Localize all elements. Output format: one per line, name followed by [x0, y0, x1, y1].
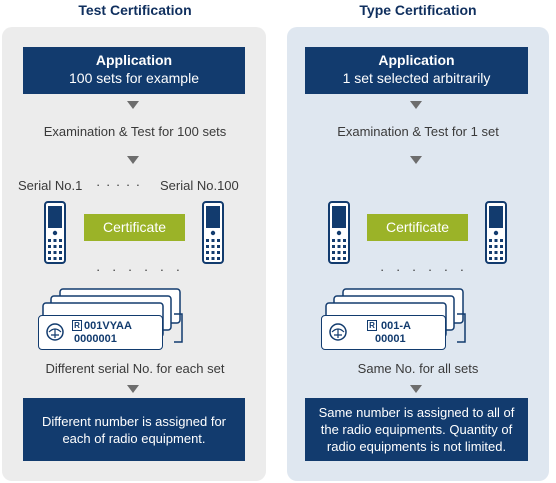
left-bottom-text: Different number is assigned for each of…	[41, 413, 227, 446]
right-application-title: Application	[378, 52, 455, 68]
mobile-phone-icon	[485, 201, 507, 264]
left-label-note: Different serial No. for each set	[45, 361, 225, 376]
left-serial-dots: · · · · ·	[96, 177, 142, 192]
arrow-down-icon	[410, 101, 422, 109]
arrow-down-icon	[410, 156, 422, 164]
left-application-box: Application 100 sets for example	[23, 47, 245, 94]
left-examination-step: Examination & Test for 100 sets	[43, 124, 227, 139]
radio-equipment-mark-icon	[329, 323, 347, 341]
left-label-serial: 0000001	[74, 333, 117, 345]
right-phone-dots: · · · · · ·	[380, 262, 469, 277]
left-serial-first: Serial No.1	[18, 178, 83, 193]
right-radio-label	[321, 315, 446, 350]
arrow-down-icon	[410, 385, 422, 393]
left-serial-last: Serial No.100	[160, 178, 239, 193]
test-certification-title: Test Certification	[78, 2, 192, 18]
right-application-subtitle: 1 set selected arbitrarily	[342, 70, 491, 86]
r-mark-icon: R	[72, 320, 82, 331]
right-bottom-box: Same number is assigned to all of the ra…	[305, 398, 528, 461]
left-application-title: Application	[95, 52, 173, 68]
arrow-down-icon	[127, 156, 139, 164]
mobile-phone-icon	[44, 201, 66, 264]
arrow-down-icon	[127, 101, 139, 109]
left-application-subtitle: 100 sets for example	[69, 70, 199, 86]
type-certification-title: Type Certification	[359, 2, 477, 18]
right-certificate-badge: Certificate	[367, 214, 468, 241]
radio-equipment-mark-icon	[46, 323, 64, 341]
right-label-note: Same No. for all sets	[357, 361, 479, 376]
right-application-box: Application 1 set selected arbitrarily	[305, 47, 528, 94]
left-phone-dots: · · · · · ·	[96, 262, 185, 277]
right-examination-step: Examination & Test for 1 set	[337, 124, 499, 139]
right-label-code: 001-A	[381, 320, 411, 332]
left-label-code: 001VYAA	[84, 320, 132, 332]
right-bottom-text: Same number is assigned to all of the ra…	[318, 405, 515, 454]
r-mark-icon: R	[367, 320, 377, 331]
mobile-phone-icon	[328, 201, 350, 264]
mobile-phone-icon	[202, 201, 224, 264]
left-certificate-badge: Certificate	[84, 214, 185, 241]
right-label-serial: 00001	[375, 333, 406, 345]
arrow-down-icon	[127, 385, 139, 393]
left-bottom-box: Different number is assigned for each of…	[23, 398, 245, 461]
left-radio-label	[38, 315, 163, 350]
